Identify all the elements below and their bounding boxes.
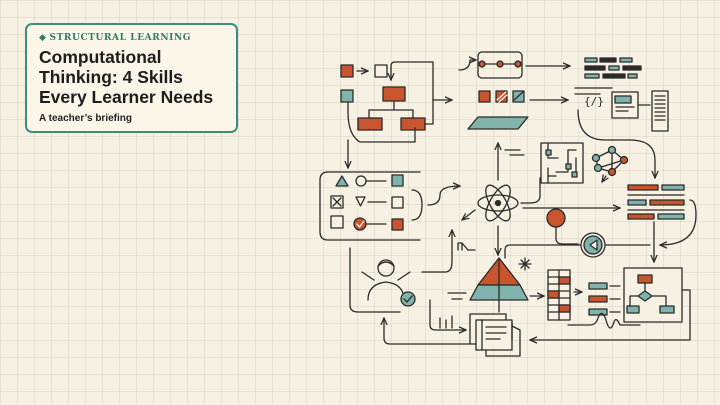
diamond-icon: ◆ (39, 33, 47, 43)
play-node-icon (504, 208, 651, 259)
title-card: ◆STRUCTURAL LEARNING Computational Think… (25, 23, 238, 133)
kicker: ◆STRUCTURAL LEARNING (39, 33, 224, 43)
code-window-icon: {/} (574, 57, 669, 178)
data-bars-icon (627, 184, 697, 262)
code-symbol: {/} (584, 95, 604, 108)
sequence-icon (458, 51, 570, 130)
pattern-recognition-icon (319, 101, 460, 241)
network-icon (591, 145, 629, 183)
pyramid-icon (447, 257, 544, 313)
flowchart-icon (530, 267, 691, 340)
wave-icon (567, 312, 641, 329)
table-grid-icon (547, 269, 582, 321)
page-title: Computational Thinking: 4 Skills Every L… (39, 47, 214, 107)
documents-icon (384, 299, 521, 357)
maze-icon (540, 142, 584, 184)
person-thinking-icon (349, 230, 476, 313)
page-subtitle: A teacher’s briefing (39, 113, 132, 124)
kicker-text: STRUCTURAL LEARNING (49, 33, 192, 43)
atom-hub-icon (462, 143, 620, 255)
decomposition-icon (340, 61, 452, 131)
